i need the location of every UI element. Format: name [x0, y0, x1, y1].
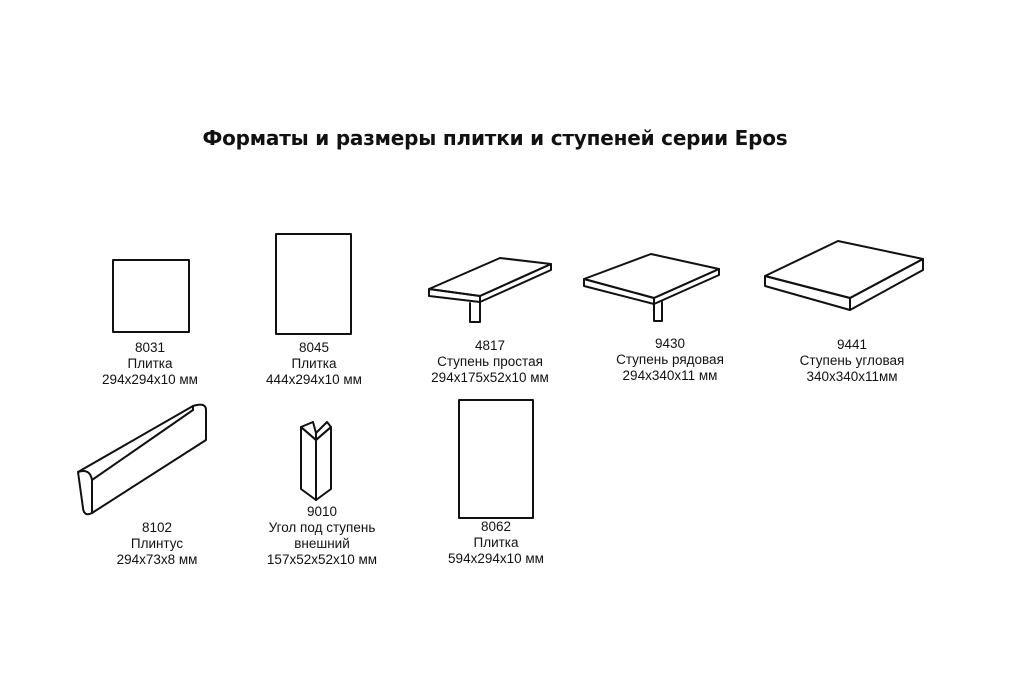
code: 9430 — [654, 336, 686, 351]
name: Угол под ступень — [268, 520, 376, 535]
caption-8031: 8031 Плитка 294x294x10 мм — [90, 340, 210, 388]
code: 8102 — [141, 520, 173, 535]
size: 294x294x10 мм — [102, 372, 198, 387]
caption-4817: 4817 Ступень простая 294x175x52x10 мм — [420, 338, 560, 386]
skirting-8102-shape — [77, 403, 207, 516]
caption-9441: 9441 Ступень угловая 340x340x11мм — [782, 337, 922, 385]
caption-8045: 8045 Плитка 444x294x10 мм — [254, 340, 374, 388]
step-9430-shape — [583, 253, 720, 322]
step-4817-shape — [428, 257, 552, 323]
name: Плинтус — [130, 536, 184, 551]
code: 9441 — [836, 337, 868, 352]
code: 4817 — [474, 338, 506, 353]
name: Плитка — [291, 356, 337, 371]
size: 594x294x10 мм — [448, 551, 544, 566]
code: 9010 — [306, 504, 338, 519]
size: 340x340x11мм — [806, 369, 898, 384]
name: Ступень рядовая — [616, 352, 724, 367]
size: 444x294x10 мм — [266, 372, 362, 387]
name: Плитка — [127, 356, 173, 371]
step-9441-shape — [764, 240, 924, 311]
code: 8062 — [480, 519, 512, 534]
size: 294x175x52x10 мм — [431, 370, 549, 385]
name-line-2: внешний — [294, 536, 350, 551]
size: 157x52x52x10 мм — [266, 552, 378, 567]
tile-8031-shape — [112, 259, 190, 333]
caption-8102: 8102 Плинтус 294x73x8 мм — [97, 520, 217, 568]
caption-9010: 9010 Угол под ступень внешний 157x52x52x… — [254, 504, 390, 568]
code: 8031 — [134, 340, 166, 355]
name: Ступень простая — [437, 354, 543, 369]
caption-8062: 8062 Плитка 594x294x10 мм — [434, 519, 558, 567]
tile-8062-shape — [458, 399, 534, 519]
diagram-title: Форматы и размеры плитки и ступеней сери… — [202, 126, 788, 150]
size: 294x73x8 мм — [116, 552, 198, 567]
name: Плитка — [473, 535, 519, 550]
size: 294x340x11 мм — [622, 368, 718, 383]
corner-9010-shape — [300, 421, 332, 501]
name: Ступень угловая — [799, 353, 905, 368]
code: 8045 — [298, 340, 330, 355]
tile-8045-shape — [275, 233, 352, 335]
caption-9430: 9430 Ступень рядовая 294x340x11 мм — [600, 336, 740, 384]
